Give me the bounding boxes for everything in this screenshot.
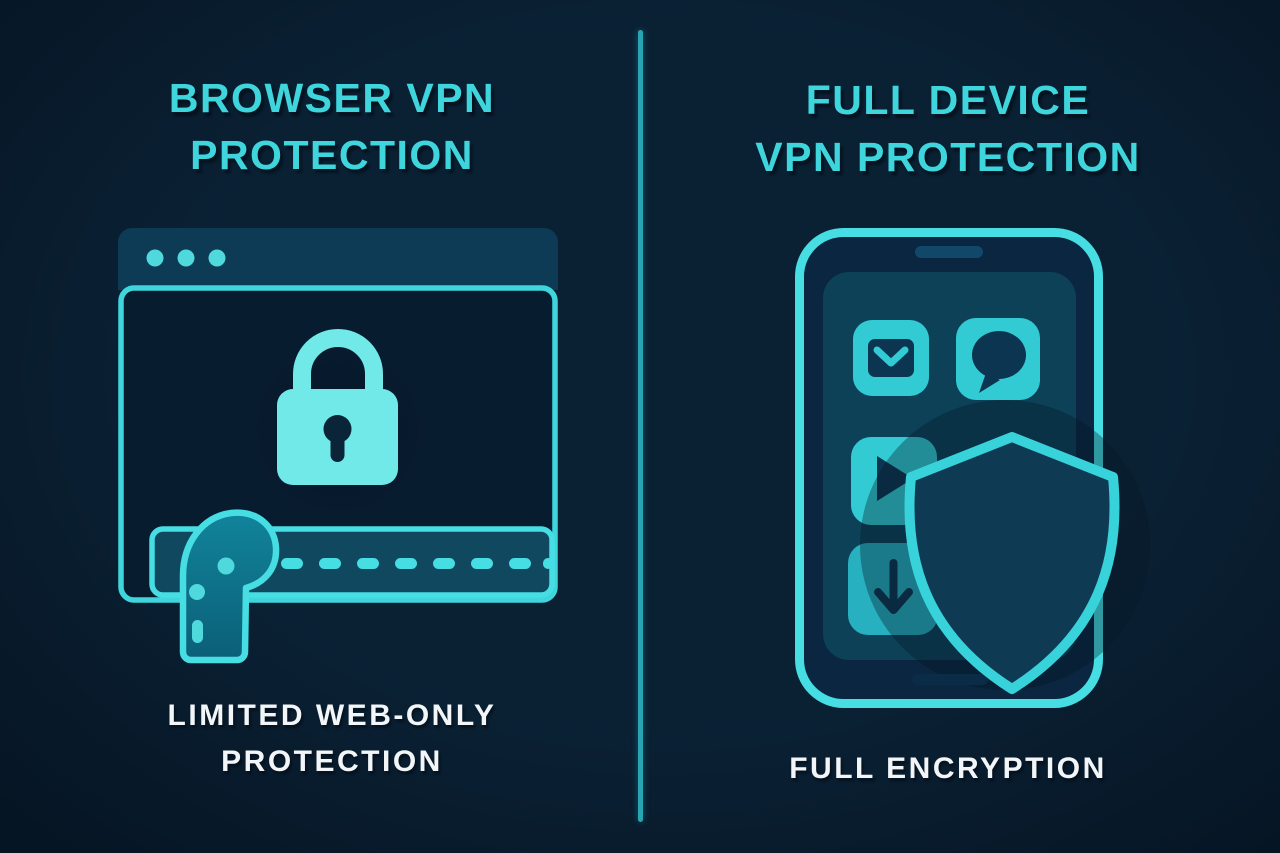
left-title-line1: BROWSER VPN — [168, 75, 496, 121]
cable-plug-icon — [179, 509, 280, 664]
window-control-dots — [146, 249, 226, 267]
right-caption: FULL ENCRYPTION — [628, 746, 1268, 792]
right-title-line1: FULL DEVICE — [805, 77, 1091, 123]
panel-divider — [638, 30, 643, 822]
shield-icon — [904, 432, 1120, 694]
mail-app-icon — [853, 320, 929, 396]
phone-home-bar — [912, 674, 988, 685]
left-title-line2: PROTECTION — [190, 132, 474, 178]
left-title: BROWSER VPN PROTECTION — [12, 70, 652, 184]
padlock-icon — [277, 329, 398, 485]
left-caption: LIMITED WEB-ONLY PROTECTION — [12, 693, 652, 785]
phone-speaker — [915, 246, 983, 258]
right-title: FULL DEVICE VPN PROTECTION — [628, 72, 1268, 186]
right-title-line2: VPN PROTECTION — [755, 134, 1141, 180]
left-caption-line1: LIMITED WEB-ONLY — [167, 699, 497, 732]
chat-app-icon — [956, 318, 1040, 400]
right-caption-line1: FULL ENCRYPTION — [789, 752, 1107, 785]
left-caption-line2: PROTECTION — [221, 745, 443, 778]
